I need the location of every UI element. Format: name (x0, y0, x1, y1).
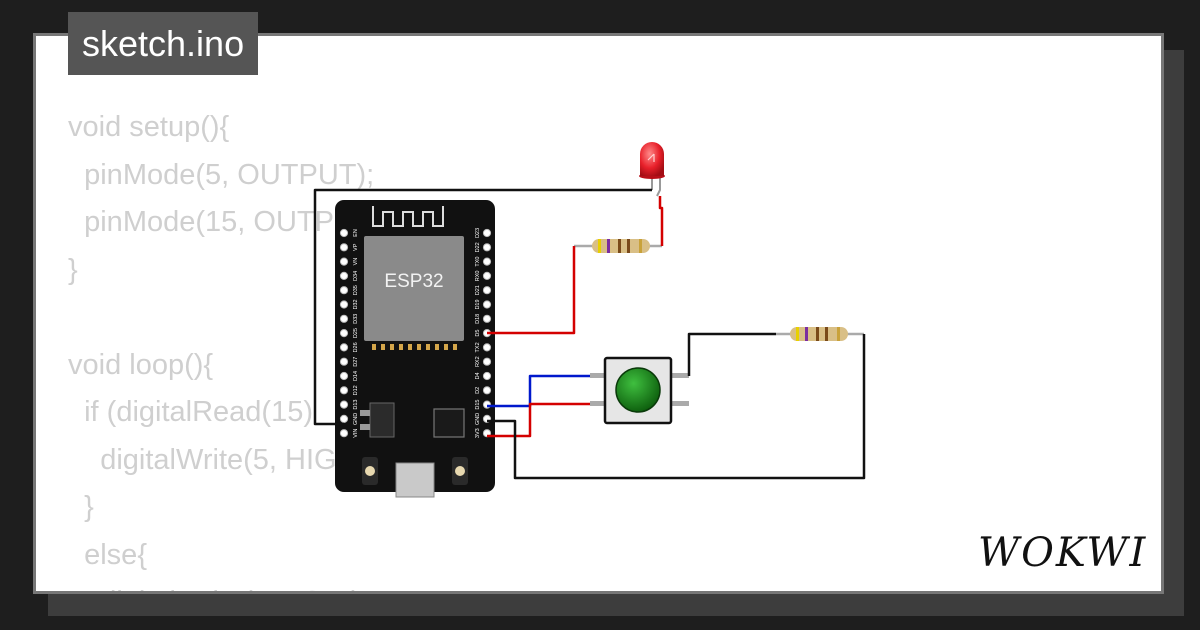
module-pad (417, 344, 421, 350)
pin-label: D14 (353, 371, 359, 381)
header-pin-gnd[interactable] (339, 414, 349, 423)
header-pin-d25[interactable] (339, 329, 349, 338)
pin-label: TX0 (475, 257, 481, 267)
file-tab[interactable]: sketch.ino (68, 12, 259, 75)
pin-label: EN (353, 229, 359, 237)
header-pin-d23[interactable] (482, 228, 492, 238)
pin-label: D19 (475, 299, 481, 309)
header-pin-d32[interactable] (339, 300, 349, 309)
header-pin-d22[interactable] (482, 243, 492, 252)
header-pin-vp[interactable] (339, 243, 349, 252)
pin-label: GND (353, 413, 359, 425)
header-pin-d27[interactable] (339, 357, 349, 366)
header-pin-d34[interactable] (339, 271, 349, 280)
code-line: digitalWrite(5, LOW); (68, 579, 390, 591)
header-pin-d19[interactable] (482, 300, 492, 309)
right-header-pins[interactable] (482, 228, 492, 438)
wires (313, 188, 866, 480)
module-pad (426, 344, 430, 350)
header-pin-d33[interactable] (339, 314, 349, 323)
pin-label: D15 (475, 400, 481, 410)
pin-label: D23 (475, 228, 481, 238)
wokwi-wordmark: WOKWI (978, 530, 1147, 576)
header-pin-d26[interactable] (339, 343, 349, 352)
pin-label: D33 (353, 314, 359, 324)
code-line: void setup(){ (68, 111, 230, 143)
module-pad (390, 344, 394, 350)
pin-label: RX2 (475, 356, 481, 367)
pin-label: D4 (475, 372, 481, 379)
pin-label: 3V3 (475, 428, 481, 438)
pin-label: VN (353, 258, 359, 266)
code-line: void loop(){ (68, 348, 214, 381)
pin-label: RX0 (475, 271, 481, 282)
module-pad (453, 344, 457, 350)
pushbutton[interactable] (590, 356, 689, 425)
header-pin-vin[interactable] (339, 429, 349, 438)
module-pad (408, 344, 412, 350)
header-pin-en[interactable] (339, 228, 349, 238)
pin-label: D21 (475, 285, 481, 295)
header-pin-d12[interactable] (339, 386, 349, 395)
pin-label: D22 (475, 242, 481, 252)
code-line: } (68, 253, 78, 286)
header-pin-d18[interactable] (482, 314, 492, 323)
code-line: pinMode(5, OUTPUT); (68, 158, 375, 191)
pin-label: VIN (353, 429, 359, 438)
module-pad (435, 344, 439, 350)
pin-label: D2 (475, 387, 481, 394)
code-line: else{ (68, 538, 147, 571)
pin-label: D12 (353, 385, 359, 395)
module-pad (399, 344, 403, 350)
esp32-board[interactable]: ESP32 ENVPVND34D35D32D33D25D26D27D14D12D… (335, 200, 495, 498)
pin-label: D5 (475, 330, 481, 337)
header-pin-d2[interactable] (482, 386, 492, 395)
pin-label: D32 (353, 299, 359, 309)
module-pad (381, 344, 385, 350)
pin-label: VP (353, 243, 359, 251)
module-castellations (372, 344, 457, 350)
code-line: if (digitalRead(15) (68, 396, 313, 428)
left-header-pins[interactable] (339, 228, 349, 438)
header-pin-rx2[interactable] (482, 357, 492, 366)
header-pin-d13[interactable] (339, 400, 349, 409)
code-line: } (68, 491, 94, 523)
header-pin-rx0[interactable] (482, 271, 492, 280)
pin-label: D25 (353, 328, 359, 338)
pin-label: D34 (353, 271, 359, 281)
header-pin-d21[interactable] (482, 286, 492, 295)
header-pin-d4[interactable] (482, 371, 492, 381)
header-pin-d14[interactable] (339, 371, 349, 381)
module-pad (444, 344, 448, 350)
header-pin-d35[interactable] (339, 286, 349, 295)
pin-label: TX2 (475, 342, 481, 352)
chip-label: ESP32 (384, 271, 443, 292)
pin-label: D13 (353, 400, 359, 410)
pin-label: D26 (353, 342, 359, 352)
pin-label: D27 (353, 357, 359, 367)
resistor-button[interactable] (776, 327, 864, 341)
red-led[interactable] (639, 142, 665, 197)
code-line: digitalWrite(5, HIGH); (68, 443, 376, 476)
header-pin-vn[interactable] (339, 257, 349, 266)
header-pin-tx0[interactable] (482, 257, 492, 266)
preview-card: void setup(){ pinMode(5, OUTPUT); pinMod… (33, 33, 1164, 594)
header-pin-tx2[interactable] (482, 343, 492, 352)
resistor-led[interactable] (574, 239, 662, 253)
pin-label: GND (475, 413, 481, 425)
wokwi-logo: WOKWI (978, 530, 1147, 576)
pin-label: D35 (353, 285, 359, 295)
pin-label: D18 (475, 314, 481, 324)
module-pad (372, 344, 376, 350)
